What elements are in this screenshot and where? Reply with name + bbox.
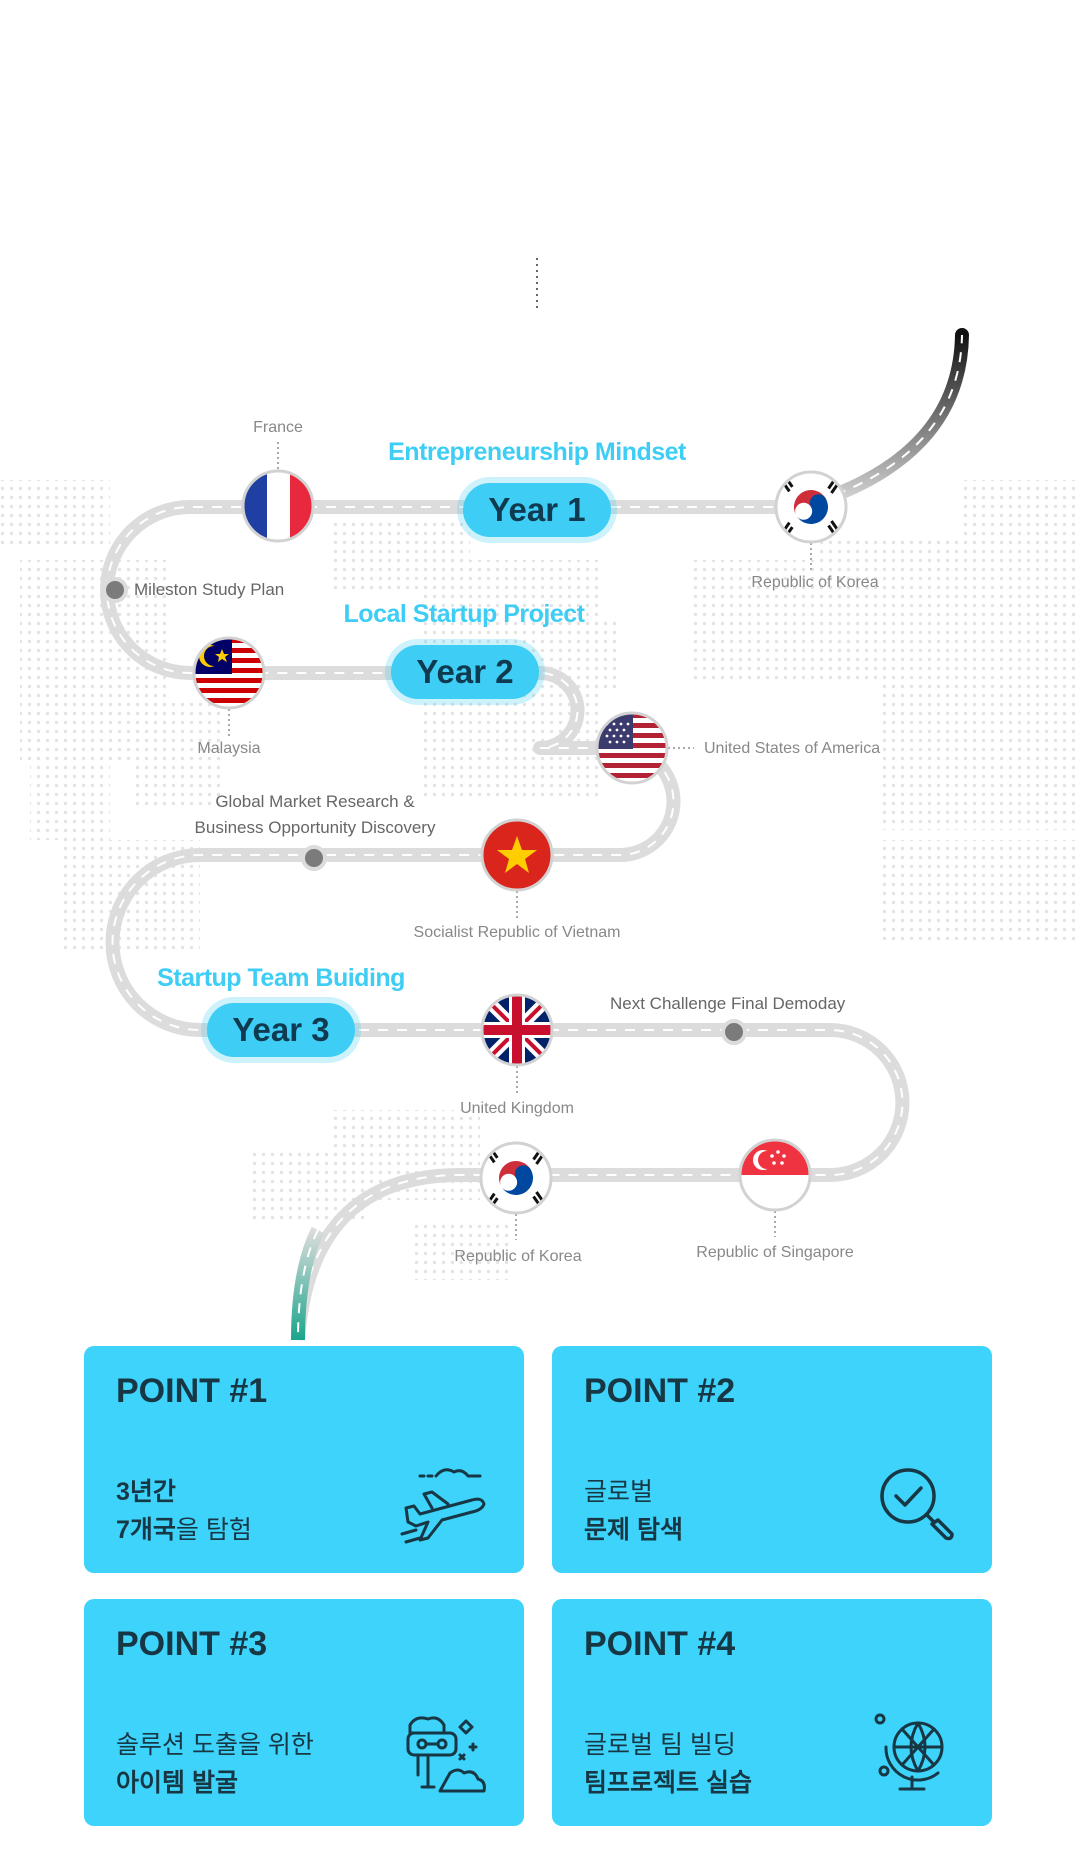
milestone-label: Global Market Research & xyxy=(215,792,415,811)
country-label-singapore: Republic of Singapore xyxy=(696,1244,854,1261)
malaysia-flag xyxy=(192,636,266,710)
france-flag xyxy=(241,469,315,543)
year3-badge: Year 3 xyxy=(207,1003,355,1057)
uk-flag xyxy=(480,993,554,1067)
country-label-korea: Republic of Korea xyxy=(751,574,879,591)
road-main xyxy=(100,500,910,1341)
point-line1: 글로벌 xyxy=(584,1478,654,1506)
point-card-4: POINT #4 글로벌 팀 빌딩 팀프로젝트 실습 xyxy=(552,1599,992,1826)
milestone-label: Next Challenge Final Demoday xyxy=(610,994,846,1013)
year2-heading: Local Startup Project xyxy=(343,600,585,628)
year1-badge: Year 1 xyxy=(463,483,611,537)
usa-flag xyxy=(595,711,669,785)
point-title: POINT #2 xyxy=(584,1372,736,1410)
milestone-label: Business Opportunity Discovery xyxy=(194,818,436,837)
singapore-flag xyxy=(738,1138,812,1212)
point-title: POINT #4 xyxy=(584,1625,736,1663)
korea-flag xyxy=(774,470,848,544)
year2-badge: Year 2 xyxy=(391,645,539,699)
point-card-1: POINT #1 3년간 7개국을 탐험 xyxy=(84,1346,524,1573)
country-label-france: France xyxy=(253,419,303,436)
point-line1: 솔루션 도출을 위한 xyxy=(116,1731,314,1759)
point-card-3: POINT #3 솔루션 도출을 위한 아이템 발굴 xyxy=(84,1599,524,1826)
world-map-dots xyxy=(0,480,1080,1280)
country-label-korea-2: Republic of Korea xyxy=(454,1248,582,1265)
point-line2: 아이템 발굴 xyxy=(116,1769,238,1797)
milestone-dot xyxy=(102,577,128,603)
roadmap-graphic xyxy=(0,258,1080,1341)
year1-heading: Entrepreneurship Mindset xyxy=(388,438,686,466)
country-label-vietnam: Socialist Republic of Vietnam xyxy=(413,924,621,941)
point-line2: 문제 탐색 xyxy=(584,1516,683,1544)
milestone-dot xyxy=(301,845,327,871)
point-line1: 3년간 xyxy=(116,1478,176,1506)
point-line2: 7개국을 탐험 xyxy=(116,1516,252,1544)
country-label-usa: United States of America xyxy=(704,740,881,757)
point-line2: 팀프로젝트 실습 xyxy=(584,1769,752,1797)
magnifier-check-icon xyxy=(880,1468,954,1541)
airplane-icon xyxy=(400,1468,486,1544)
excavator-icon xyxy=(406,1716,486,1793)
country-label-uk: United Kingdom xyxy=(460,1100,574,1117)
point-card-2: POINT #2 글로벌 문제 탐색 xyxy=(552,1346,992,1573)
globe-icon xyxy=(874,1713,944,1791)
point-title: POINT #1 xyxy=(116,1372,268,1410)
vietnam-flag xyxy=(480,818,554,892)
milestone-label: Mileston Study Plan xyxy=(134,580,285,599)
year3-heading: Startup Team Buiding xyxy=(157,964,405,992)
point-line1: 글로벌 팀 빌딩 xyxy=(584,1731,736,1759)
point-title: POINT #3 xyxy=(116,1625,268,1663)
milestone-dot xyxy=(721,1019,747,1045)
country-label-malaysia: Malaysia xyxy=(197,740,261,757)
korea-flag xyxy=(479,1141,553,1215)
